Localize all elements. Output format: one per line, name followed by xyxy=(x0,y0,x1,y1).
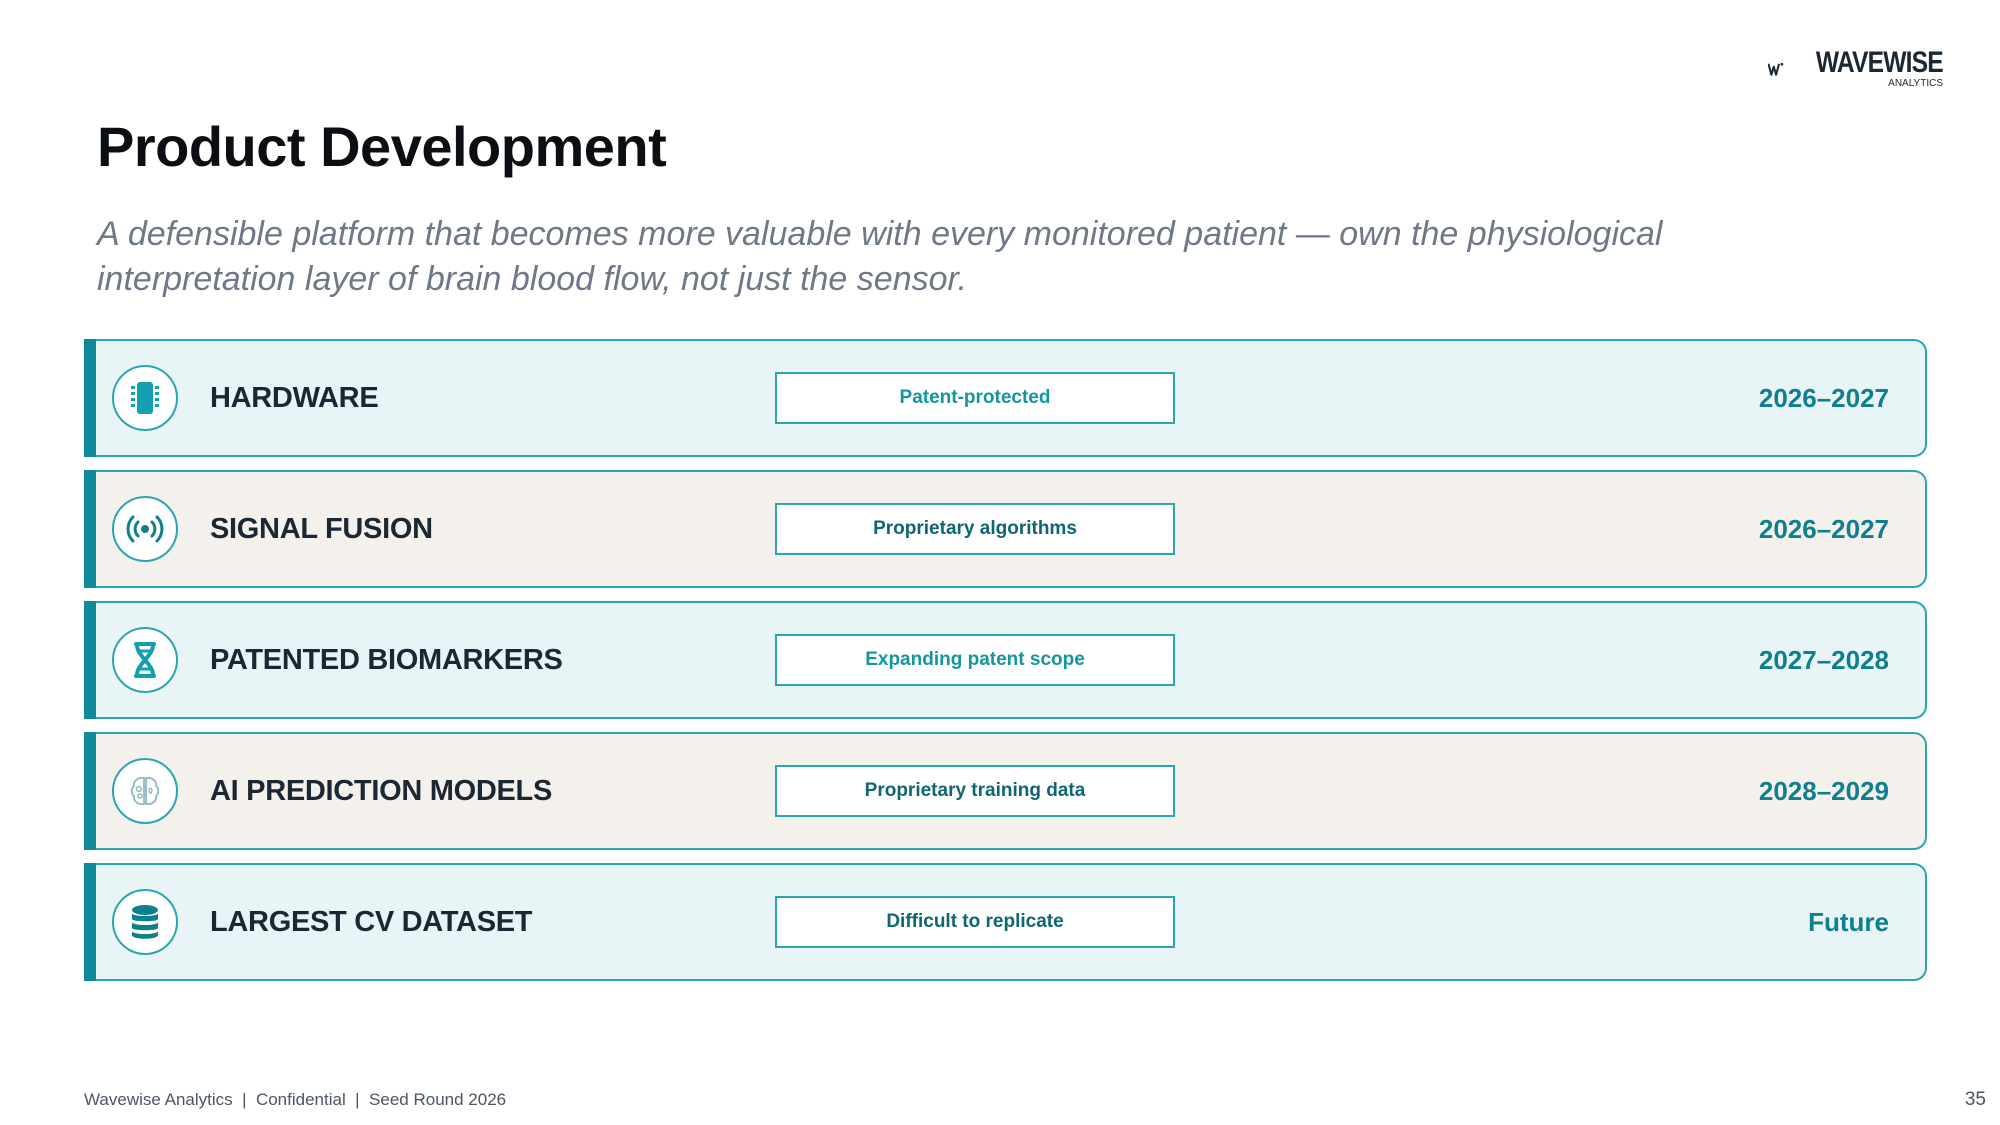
company-logo: WAVEWISE ANALYTICS xyxy=(1768,46,1944,92)
roadmap-row-hardware: HARDWARE Patent-protected 2026–2027 xyxy=(84,339,1927,457)
row-tag: Patent-protected xyxy=(775,372,1175,424)
logo-name: WAVEWISE xyxy=(1816,46,1944,79)
row-tag: Difficult to replicate xyxy=(775,896,1175,948)
row-label: AI PREDICTION MODELS xyxy=(210,774,553,807)
development-roadmap: HARDWARE Patent-protected 2026–2027 SIGN… xyxy=(84,339,1927,994)
row-tag: Proprietary training data xyxy=(775,765,1175,817)
row-label: PATENTED BIOMARKERS xyxy=(210,643,563,676)
database-icon xyxy=(112,889,178,955)
roadmap-row-signal-fusion: SIGNAL FUSION Proprietary algorithms 202… xyxy=(84,470,1927,588)
row-label: HARDWARE xyxy=(210,381,379,414)
roadmap-row-largest-cv-dataset: LARGEST CV DATASET Difficult to replicat… xyxy=(84,863,1927,981)
brain-icon xyxy=(112,758,178,824)
signal-icon xyxy=(112,496,178,562)
chip-icon xyxy=(112,365,178,431)
row-tag: Proprietary algorithms xyxy=(775,503,1175,555)
roadmap-row-patented-biomarkers: PATENTED BIOMARKERS Expanding patent sco… xyxy=(84,601,1927,719)
roadmap-row-ai-prediction-models: AI PREDICTION MODELS Proprietary trainin… xyxy=(84,732,1927,850)
row-years: 2027–2028 xyxy=(1758,644,1889,675)
row-years: 2026–2027 xyxy=(1758,382,1889,413)
logo-subtitle: ANALYTICS xyxy=(1888,78,1943,89)
row-years: Future xyxy=(1808,906,1889,937)
page-title: Product Development xyxy=(97,115,667,178)
row-tag: Expanding patent scope xyxy=(775,634,1175,686)
row-years: 2026–2027 xyxy=(1758,513,1889,544)
dna-icon xyxy=(112,627,178,693)
row-label: LARGEST CV DATASET xyxy=(210,905,533,938)
footer-text: Wavewise Analytics | Confidential | Seed… xyxy=(84,1090,507,1109)
wave-logo-icon xyxy=(1768,62,1784,76)
row-years: 2028–2029 xyxy=(1758,775,1889,806)
row-label: SIGNAL FUSION xyxy=(210,512,433,545)
page-subtitle: A defensible platform that becomes more … xyxy=(97,215,1663,298)
page-number: 35 xyxy=(1964,1089,1986,1110)
